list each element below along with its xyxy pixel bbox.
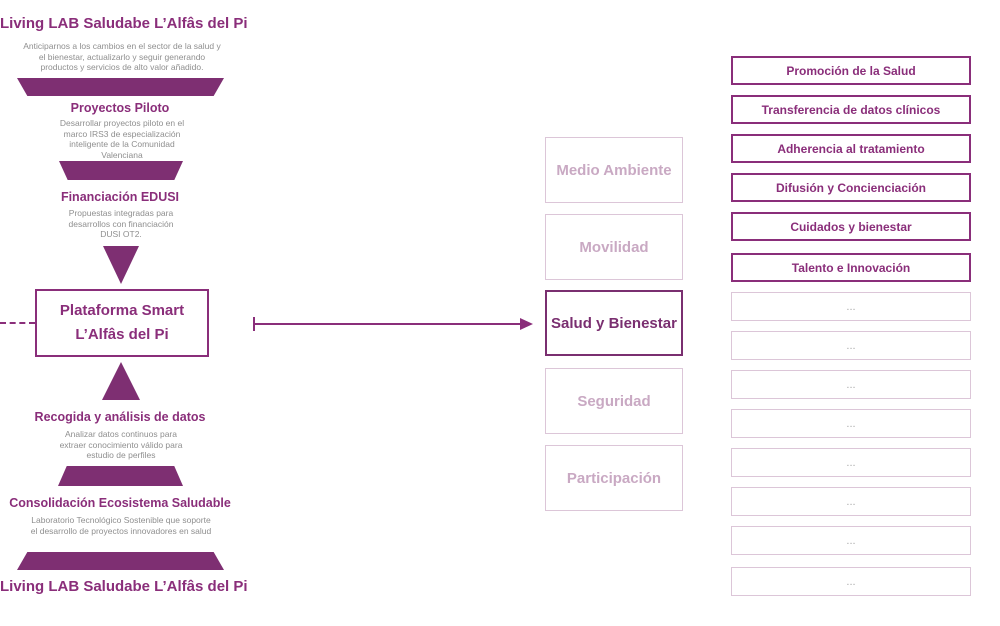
category-movilidad[interactable]: Movilidad [545,214,683,280]
ecosystem-description: Laboratorio Tecnológico Sostenible que s… [30,515,212,536]
category-medio-ambiente[interactable]: Medio Ambiente [545,137,683,203]
ecosystem-title: Consolidación Ecosistema Saludable [9,496,231,510]
item-cuidados[interactable]: Cuidados y bienestar [731,212,971,241]
item-transferencia-datos[interactable]: Transferencia de datos clínicos [731,95,971,124]
item-placeholder[interactable]: ... [731,567,971,596]
funnel-triangle-down [103,246,139,284]
item-adherencia[interactable]: Adherencia al tratamiento [731,134,971,163]
data-description: Analizar datos continuos para extraer co… [59,429,183,460]
item-placeholder[interactable]: ... [731,331,971,360]
top-description: Anticiparnos a los cambios en el sector … [23,41,221,72]
funnel-band-4 [17,552,224,570]
item-placeholder[interactable]: ... [731,409,971,438]
funnel-triangle-up [102,362,140,400]
platform-line-1: Plataforma Smart [59,302,185,319]
platform-box[interactable]: Plataforma Smart L’Alfâs del Pi [35,289,209,357]
item-difusion[interactable]: Difusión y Concienciación [731,173,971,202]
item-placeholder[interactable]: ... [731,526,971,555]
funding-title: Financiación EDUSI [60,190,180,204]
pilot-title: Proyectos Piloto [70,101,170,115]
platform-line-2: L’Alfâs del Pi [75,326,169,343]
item-placeholder[interactable]: ... [731,487,971,516]
data-title: Recogida y análisis de datos [34,410,206,424]
connector-arrow [253,317,533,331]
dashed-connector [0,322,35,324]
funding-description: Propuestas integradas para desarrollos c… [68,208,174,239]
top-title: Living LAB Saludabe L’Alfâs del Pi [0,15,248,32]
category-salud-bienestar[interactable]: Salud y Bienestar [545,290,683,356]
bottom-title: Living LAB Saludabe L’Alfâs del Pi [0,578,248,595]
funnel-band-3 [58,466,183,486]
pilot-description: Desarrollar proyectos piloto en el marco… [59,118,185,160]
item-placeholder[interactable]: ... [731,370,971,399]
item-placeholder[interactable]: ... [731,448,971,477]
category-seguridad[interactable]: Seguridad [545,368,683,434]
funnel-band-2 [59,161,183,180]
funnel-band-1 [17,78,224,96]
item-placeholder[interactable]: ... [731,292,971,321]
category-participacion[interactable]: Participación [545,445,683,511]
item-promocion-salud[interactable]: Promoción de la Salud [731,56,971,85]
item-talento[interactable]: Talento e Innovación [731,253,971,282]
